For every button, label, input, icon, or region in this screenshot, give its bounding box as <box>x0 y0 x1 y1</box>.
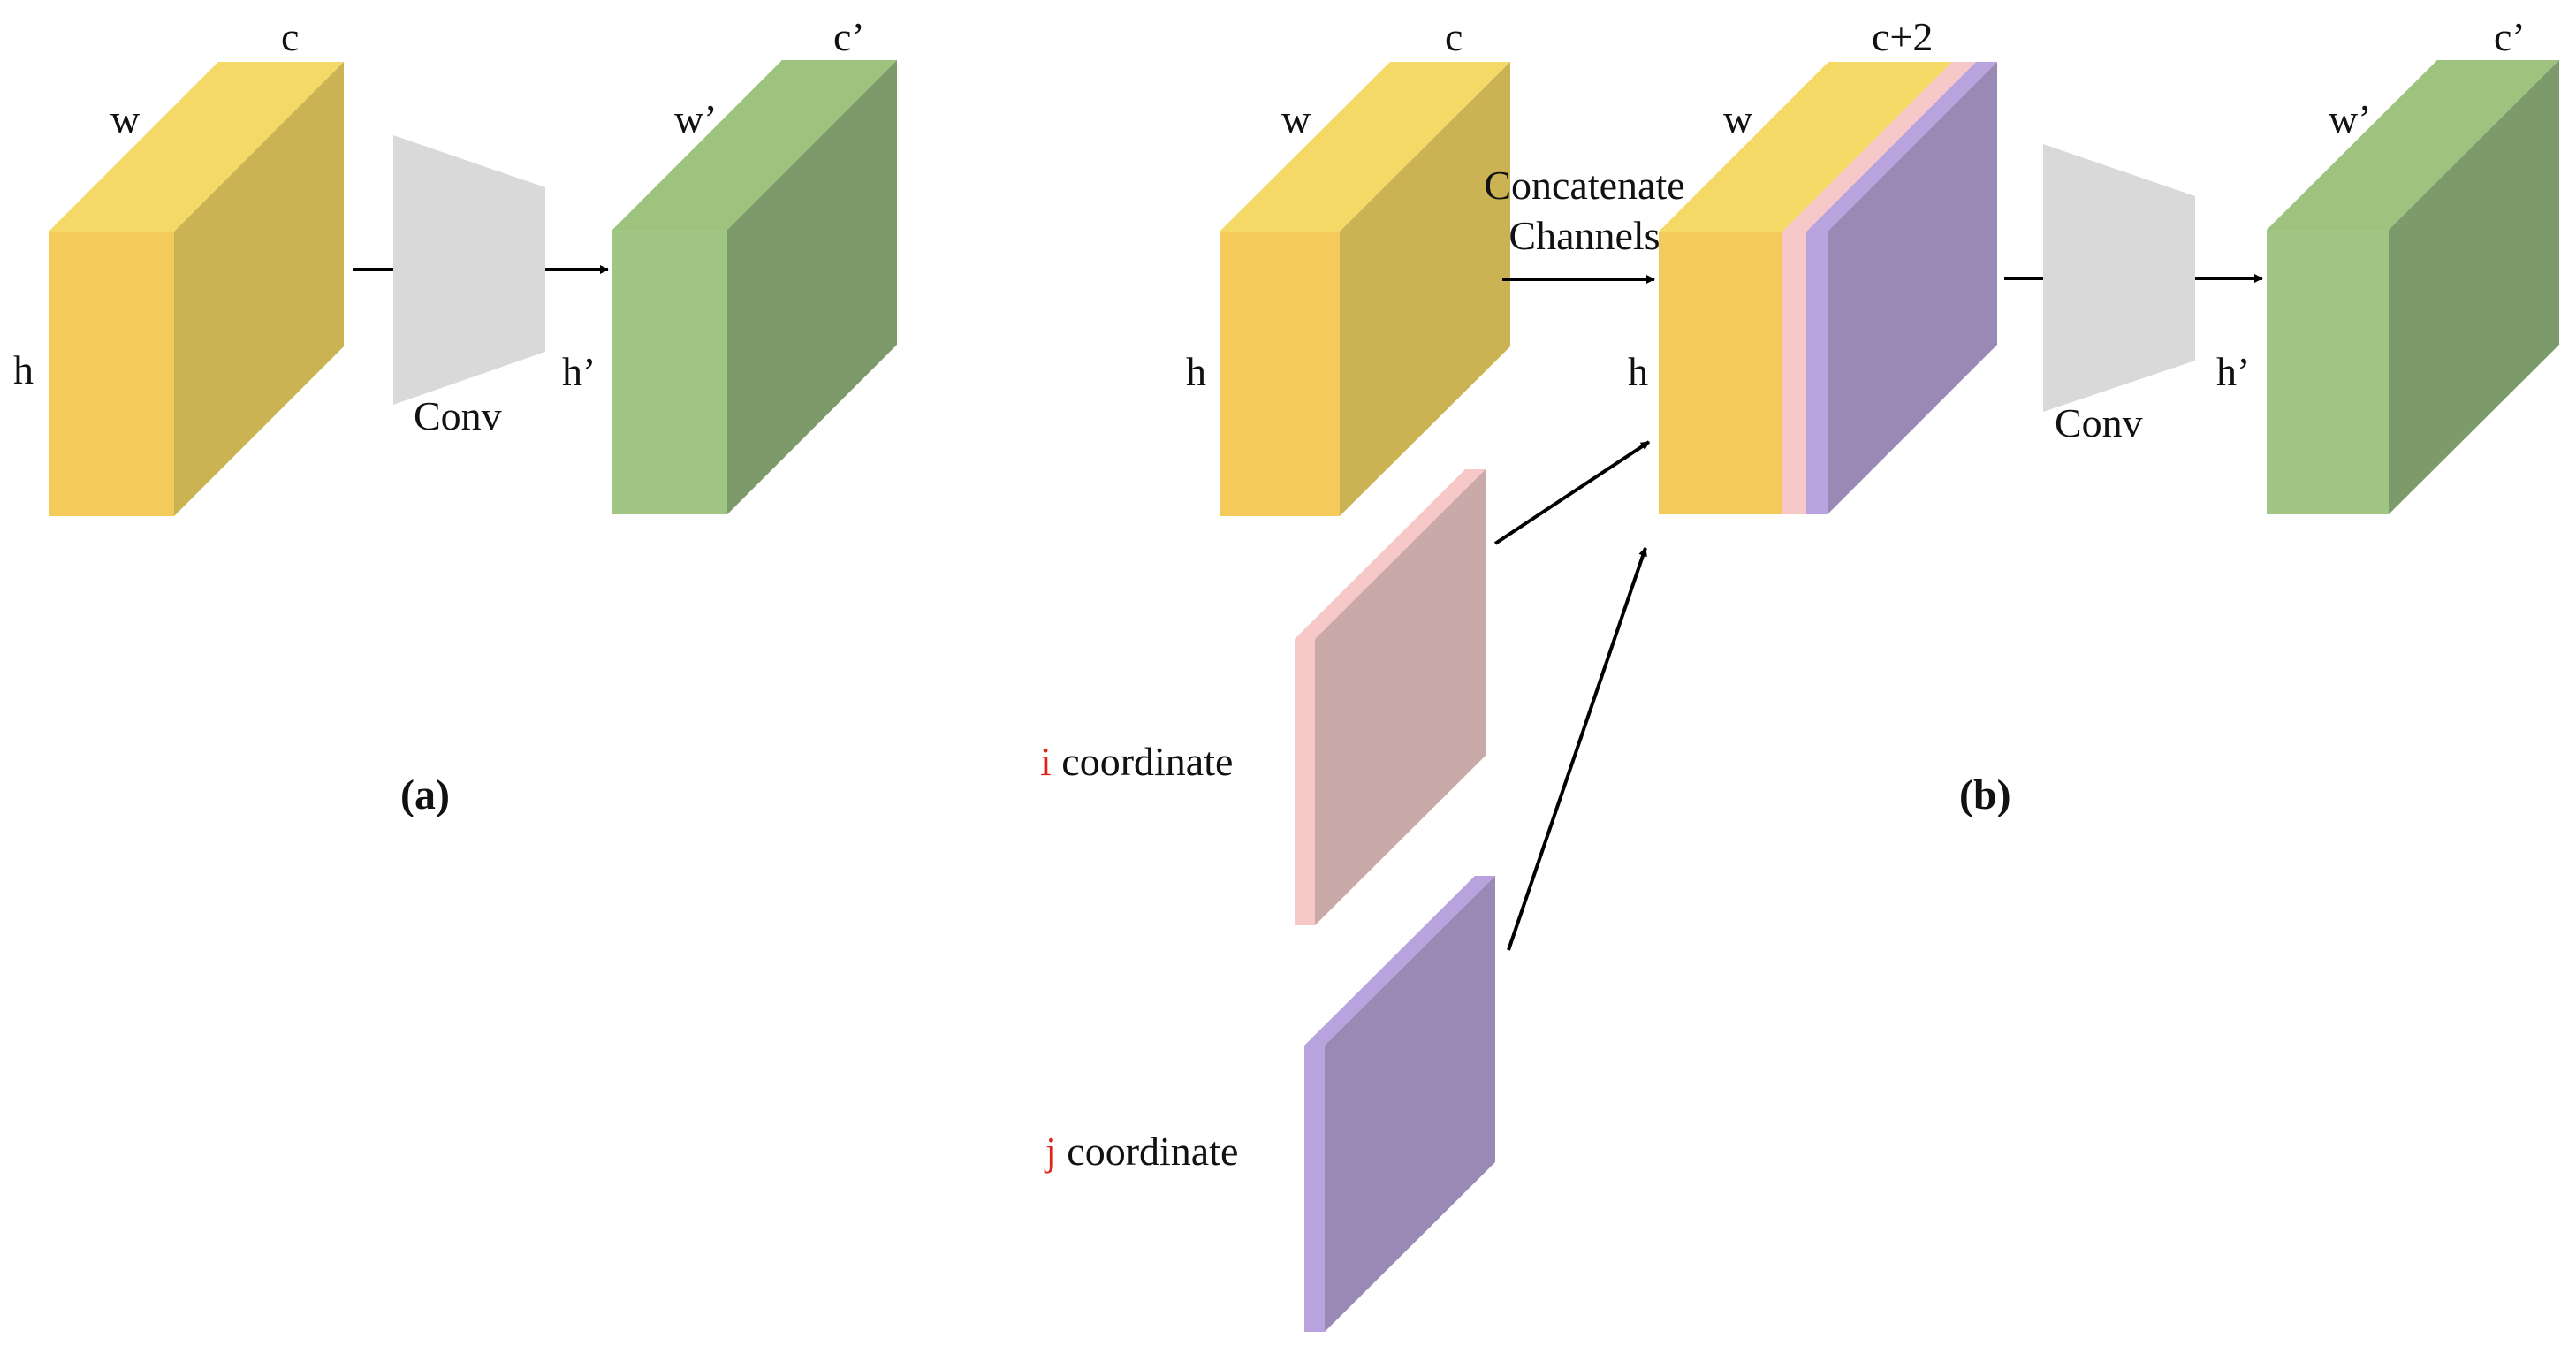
concat-tensor-top-purple <box>1806 62 1997 232</box>
j-plane-side <box>1325 876 1495 1332</box>
arrow-j-coordinate <box>1507 547 1647 951</box>
input-a-width-label: w <box>110 96 141 141</box>
input-tensor-a-top <box>49 62 344 232</box>
concat-tensor-front-yellow <box>1659 232 1782 514</box>
input-b-channel-label: c <box>1445 14 1463 59</box>
conv-block-b <box>2043 144 2195 412</box>
channels-label: Channels <box>1508 213 1660 258</box>
output-b-height-label: h’ <box>2216 349 2250 394</box>
input-a-height-label: h <box>13 347 34 392</box>
input-a-channel-label: c <box>281 14 299 59</box>
concat-channel-label: c+2 <box>1872 14 1933 59</box>
concat-tensor <box>1659 62 1997 514</box>
panel-b: w c h Concatenate Channels w c+2 h i coo… <box>1040 14 2559 1332</box>
caption-a: (a) <box>400 772 450 818</box>
conv-block-a <box>393 135 545 405</box>
input-b-width-label: w <box>1281 96 1311 141</box>
concat-tensor-front-purple <box>1806 232 1828 514</box>
concat-height-label: h <box>1628 349 1648 394</box>
j-plane-edge <box>1304 876 1495 1046</box>
output-b-channel-label: c’ <box>2494 14 2526 59</box>
i-letter: i <box>1040 739 1052 784</box>
i-coordinate-plane <box>1295 469 1486 925</box>
output-tensor-b-top <box>2267 60 2559 230</box>
concat-tensor-top-yellow <box>1659 62 1952 232</box>
output-a-width-label: w’ <box>674 96 718 141</box>
output-tensor-b-front <box>2267 230 2389 514</box>
input-tensor-a-front <box>49 232 174 516</box>
input-tensor-b-top <box>1220 62 1510 232</box>
output-tensor-b <box>2267 60 2559 514</box>
conv-a-label: Conv <box>414 393 502 438</box>
concatenate-label: Concatenate <box>1484 163 1684 208</box>
input-tensor-a <box>49 62 344 516</box>
i-plane-side <box>1315 469 1486 925</box>
output-tensor-a-front <box>612 230 727 514</box>
concat-tensor-front-pink <box>1782 232 1806 514</box>
input-tensor-b <box>1220 62 1510 516</box>
concat-tensor-top-pink <box>1782 62 1976 232</box>
input-tensor-a-side <box>174 62 344 516</box>
input-b-height-label: h <box>1186 349 1206 394</box>
output-tensor-a-side <box>727 60 897 514</box>
panel-a: w c h Conv w’ c’ h’ (a) <box>13 14 897 818</box>
j-letter: j <box>1044 1129 1057 1174</box>
input-tensor-b-side <box>1340 62 1510 516</box>
j-coordinate-plane <box>1304 876 1495 1332</box>
arrow-i-coordinate <box>1493 440 1651 545</box>
output-a-height-label: h’ <box>562 349 596 394</box>
output-tensor-a <box>612 60 897 514</box>
i-coordinate-label: i coordinate <box>1040 739 1233 784</box>
output-b-width-label: w’ <box>2329 96 2372 141</box>
j-coordinate-label: j coordinate <box>1044 1129 1238 1174</box>
output-tensor-b-side <box>2389 60 2559 514</box>
i-rest: coordinate <box>1052 739 1234 784</box>
i-plane-edge <box>1295 469 1486 639</box>
concat-tensor-side <box>1828 62 1997 514</box>
input-tensor-b-front <box>1220 232 1340 516</box>
j-rest: coordinate <box>1057 1129 1239 1174</box>
concat-width-label: w <box>1723 96 1753 141</box>
output-a-channel-label: c’ <box>833 14 865 59</box>
output-tensor-a-top <box>612 60 897 230</box>
caption-b: (b) <box>1959 772 2011 818</box>
j-plane-front-edge <box>1304 1046 1325 1332</box>
i-plane-front-edge <box>1295 639 1315 925</box>
conv-b-label: Conv <box>2055 400 2143 445</box>
